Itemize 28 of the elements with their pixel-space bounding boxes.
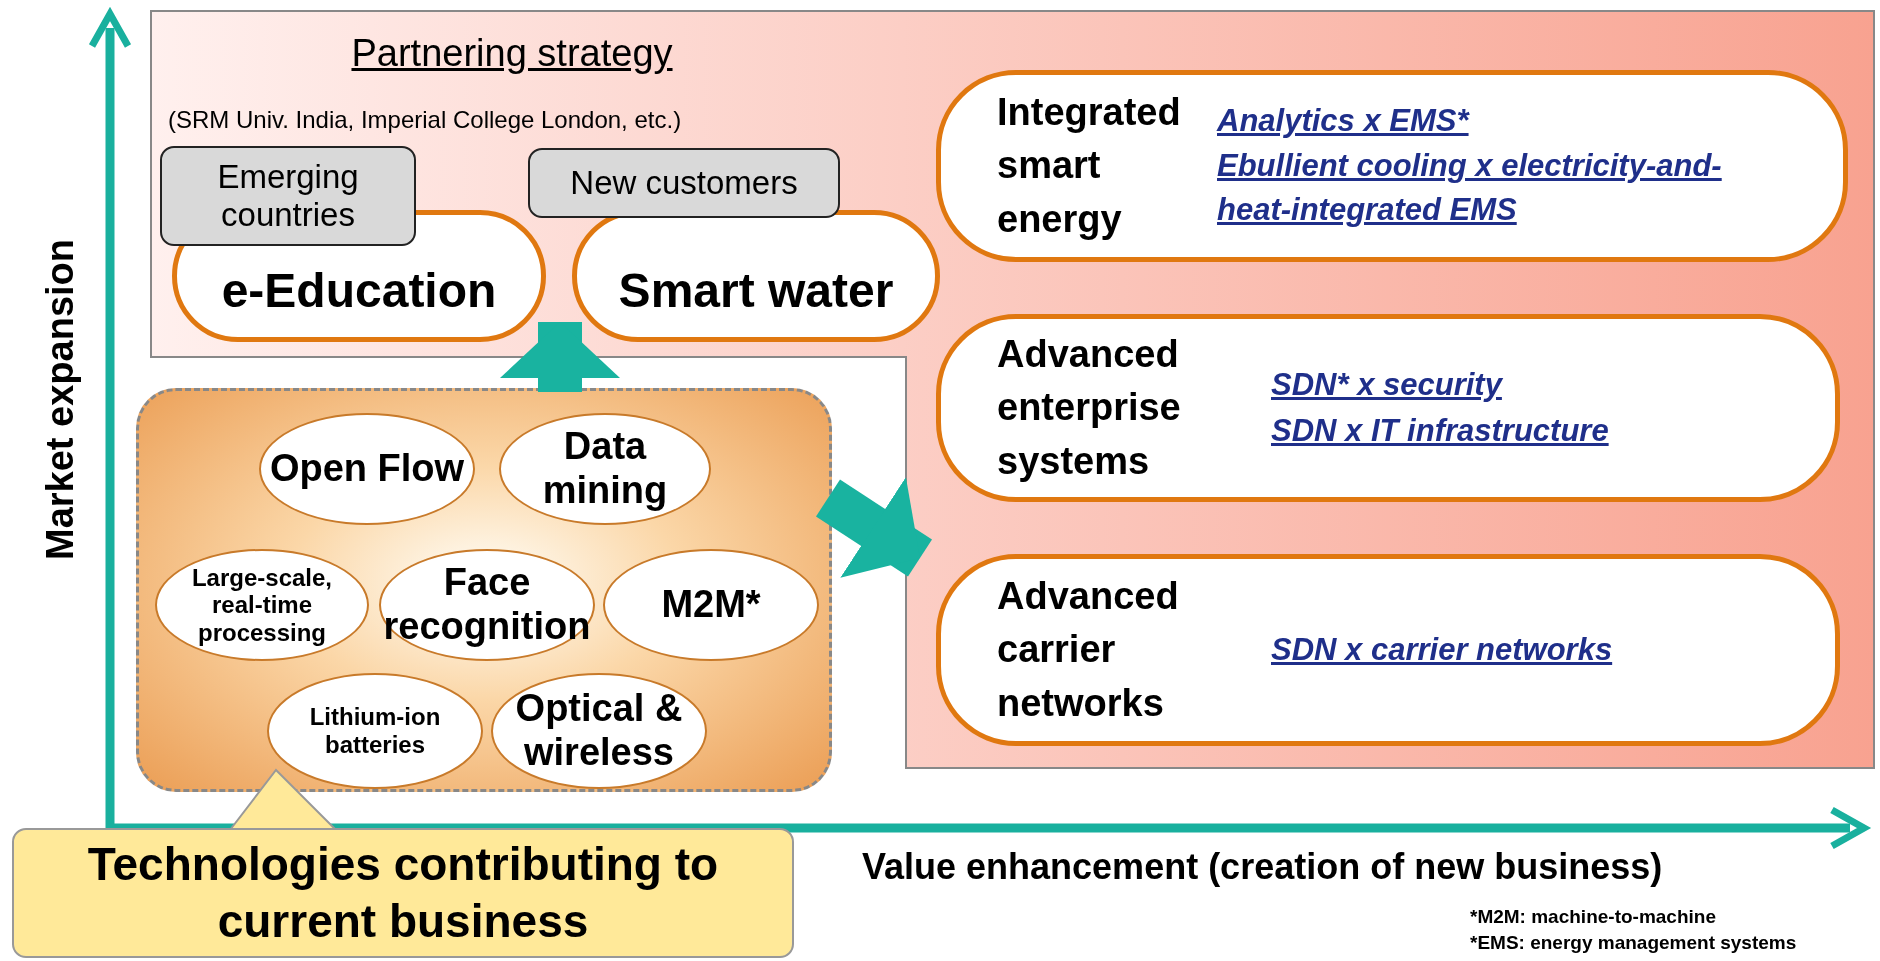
- footnote: *EMS: energy management systems: [1470, 932, 1797, 954]
- footnote: *M2M: machine-to-machine: [1470, 906, 1716, 928]
- axis-label: Market expansion: [38, 238, 82, 562]
- technology-ellipse: M2M*: [603, 549, 819, 661]
- technology-ellipse: Open Flow: [259, 413, 475, 525]
- group-subtitle: (SRM Univ. India, Imperial College London, etc.): [168, 106, 682, 134]
- business-title: Advanced carrier networks: [997, 574, 1180, 726]
- technology-link: Ebullient cooling x electricity-and-heat-integrated EMS: [1217, 146, 1723, 230]
- technology-ellipse: Optical & wireless: [491, 673, 707, 789]
- group-title: Partnering strategy: [350, 32, 674, 75]
- technology-link: Analytics x EMS*: [1217, 101, 1471, 140]
- business-pill: [936, 70, 1848, 262]
- axis-label: Value enhancement (creation of new business): [862, 846, 1663, 888]
- tag-box: Emerging countries: [160, 146, 416, 246]
- business-title: Integrated smart energy: [997, 90, 1182, 242]
- technology-link: SDN* x security: [1271, 365, 1504, 404]
- technology-ellipse: Face recognition: [379, 549, 595, 661]
- technology-area: [136, 388, 832, 792]
- block-arrow: [500, 322, 620, 392]
- technology-ellipse: Lithium-ion batteries: [267, 673, 483, 789]
- technology-ellipse: Data mining: [499, 413, 711, 525]
- technology-link: SDN x carrier networks: [1271, 630, 1613, 669]
- callout-pointer: [229, 768, 337, 831]
- technology-link: SDN x IT infrastructure: [1271, 412, 1609, 450]
- technology-ellipse: Large-scale, real-time processing: [155, 549, 369, 661]
- tag-box: New customers: [528, 148, 840, 218]
- block-arrow: [816, 477, 932, 578]
- business-title: Advanced enterprise systems: [997, 332, 1182, 484]
